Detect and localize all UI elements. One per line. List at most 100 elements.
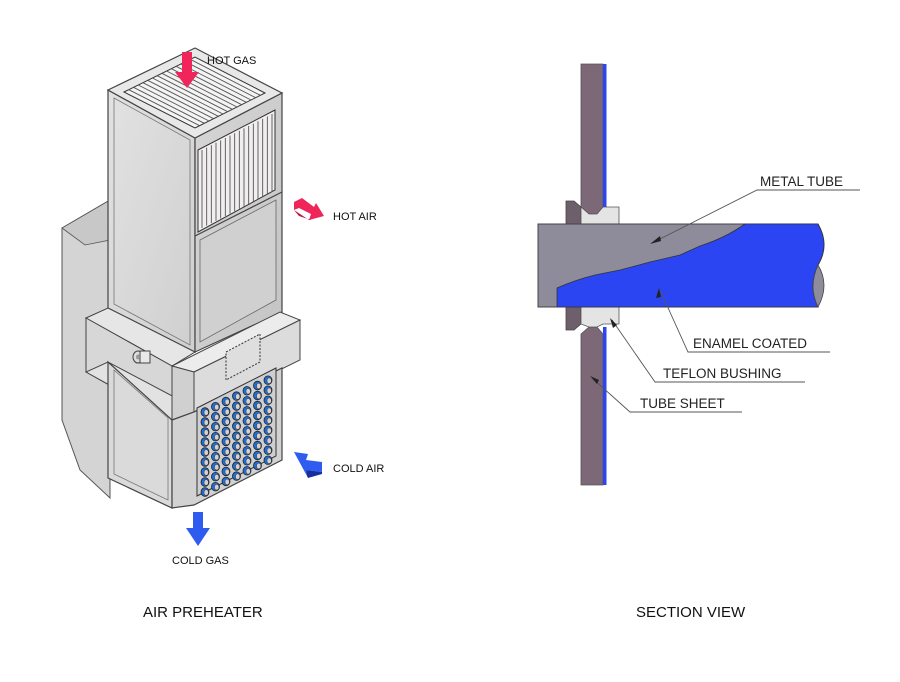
tube-bore: [245, 418, 251, 425]
tube-bore: [245, 458, 251, 465]
top-slat: [185, 61, 256, 99]
tube-bore: [256, 422, 262, 430]
tube-bore: [266, 387, 272, 394]
tube-bore: [214, 434, 220, 441]
tube-bore: [224, 468, 230, 475]
tube-bore: [203, 439, 209, 446]
tube-bore: [245, 408, 251, 415]
tube-bore: [266, 397, 272, 404]
enamel-strip-upper: [603, 64, 607, 214]
leader-metal-tube: [651, 189, 860, 244]
tube-bore: [245, 388, 251, 395]
tube-bore: [235, 393, 241, 400]
tube-bore: [235, 463, 241, 470]
leader-teflon-bushing: [611, 319, 805, 383]
tube-bore: [214, 464, 220, 471]
cold-air-arrow-icon: [294, 452, 322, 478]
tube-bore: [256, 402, 262, 410]
tube-bore: [203, 479, 209, 486]
tube-bore: [224, 408, 230, 415]
cold-gas-arrow-icon: [186, 512, 210, 546]
top-slat: [180, 63, 252, 101]
tube-bore: [224, 438, 230, 445]
leader-tube-sheet: [591, 377, 742, 413]
tube-bore: [214, 454, 220, 461]
tube-bore: [235, 453, 241, 460]
tube-bore: [214, 474, 220, 481]
tube-bore: [266, 447, 272, 454]
tube-bore: [245, 398, 251, 405]
tube-bore: [214, 414, 220, 421]
louvre-panel: [197, 109, 276, 233]
tube-bore: [256, 382, 262, 390]
enamel-strip-lower: [603, 327, 607, 485]
metal-tube-label: METAL TUBE: [760, 174, 843, 189]
tube-bore: [203, 469, 209, 476]
tube-bore: [235, 403, 241, 410]
hot-gas-label: HOT GAS: [207, 55, 256, 67]
tube-bore: [245, 468, 251, 475]
tube-bore: [256, 412, 262, 420]
tube-grid: [200, 375, 273, 497]
top-slat: [156, 75, 228, 113]
tube-bore: [266, 457, 272, 464]
arrowhead-icon: [656, 288, 661, 298]
tube-end-cut: [812, 264, 825, 308]
tube-bore: [224, 398, 230, 405]
hot-gas-arrow-icon: [175, 52, 199, 88]
tube-bore: [214, 404, 220, 411]
tube-bore: [235, 413, 241, 420]
tube-bore: [203, 409, 209, 416]
nozzle-icon: [132, 350, 151, 364]
top-slat: [142, 82, 214, 120]
access-door: [225, 333, 261, 381]
tube-sheet-upper: [580, 63, 604, 215]
top-slat: [133, 86, 205, 124]
tube-bore: [224, 428, 230, 435]
air-preheater-illustration: HOT GAS HOT AIR COLD AIR COLD GAS AIR PR…: [61, 47, 384, 621]
tube-bore: [235, 433, 241, 440]
tube-bore: [266, 407, 272, 414]
tube-bore: [256, 462, 262, 470]
cold-gas-label: COLD GAS: [172, 555, 229, 567]
tube-bore: [235, 443, 241, 450]
tube-bore: [203, 489, 209, 496]
top-slat: [128, 89, 200, 127]
tube-bore: [235, 473, 241, 480]
tube-bore: [224, 418, 230, 425]
section-view-caption: SECTION VIEW: [636, 604, 746, 621]
cold-air-label: COLD AIR: [333, 463, 384, 475]
tube-bore: [203, 429, 209, 436]
air-preheater-caption: AIR PREHEATER: [143, 604, 263, 621]
tube-bore: [256, 432, 262, 440]
top-slat: [190, 58, 261, 96]
tube-bore: [245, 438, 251, 445]
tube-sheet-label: TUBE SHEET: [640, 396, 725, 411]
arrowhead-icon: [590, 376, 599, 384]
hot-air-label: HOT AIR: [333, 211, 377, 223]
tube-bore: [203, 449, 209, 456]
tube-sheet-lower: [580, 326, 604, 486]
tube-bore: [203, 419, 209, 426]
hot-air-arrow-icon: [294, 198, 324, 220]
top-slat: [137, 84, 210, 122]
tube-bore: [214, 424, 220, 431]
tube-bore: [245, 448, 251, 455]
tube-bore: [235, 423, 241, 430]
tube-bore: [224, 448, 230, 455]
tube-bore: [214, 484, 220, 491]
top-slat: [166, 70, 238, 108]
arrowhead-icon: [650, 236, 661, 244]
section-view-illustration: METAL TUBE ENAMEL COATED TEFLON BUSHING …: [537, 63, 860, 621]
tube-bore: [256, 392, 262, 400]
tube-bore: [256, 452, 262, 460]
arrowhead-icon: [610, 318, 617, 328]
tube-bore: [224, 458, 230, 465]
tube-bore: [266, 377, 272, 384]
tube-bore: [214, 444, 220, 451]
top-slat: [147, 79, 219, 117]
tube-bore: [203, 459, 209, 466]
teflon-bushing-label: TEFLON BUSHING: [663, 366, 782, 381]
flange-upper: [565, 200, 582, 225]
